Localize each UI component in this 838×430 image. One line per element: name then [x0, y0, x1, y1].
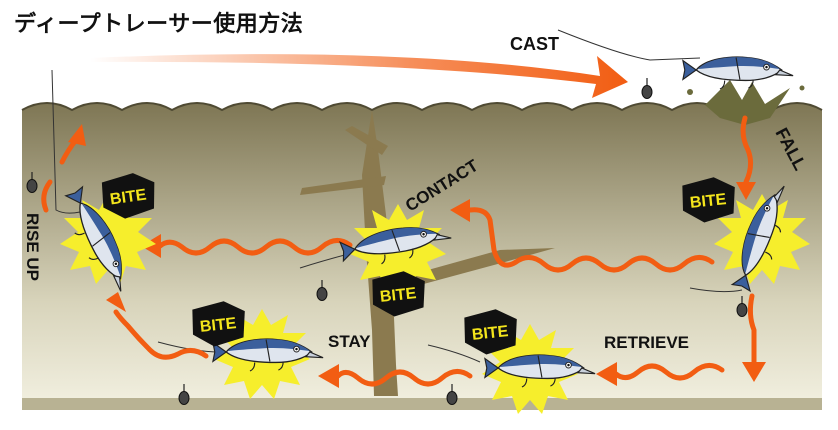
page-title: ディープトレーサー使用方法	[14, 12, 304, 37]
bite-text-contact: BITE	[379, 285, 417, 306]
sinker-cast	[641, 77, 653, 100]
bite-badge-retrieve: BITE	[464, 309, 517, 355]
water-surface-line	[21, 102, 823, 112]
water-splash	[687, 80, 805, 125]
bite-badge-contact: BITE	[372, 271, 425, 317]
bite-text-fall: BITE	[689, 191, 727, 212]
cast-label: CAST	[510, 34, 559, 54]
rise-up-label: RISE UP	[23, 213, 42, 281]
retrieval-path	[41, 115, 757, 387]
bite-text-retrieve: BITE	[471, 323, 509, 344]
bite-badge-rise: BITE	[101, 173, 155, 219]
stay-label: STAY	[328, 332, 371, 351]
bite-badge-fall: BITE	[682, 177, 735, 223]
lure-cast	[682, 56, 794, 90]
bite-text-stay: BITE	[199, 315, 237, 336]
bottom-bed	[22, 398, 822, 410]
cast-arrow	[90, 54, 628, 98]
retrieval-arrowheads	[68, 124, 766, 388]
bite-text-rise: BITE	[109, 186, 148, 208]
bite-badge-stay: BITE	[192, 301, 245, 347]
retrieve-label: RETRIEVE	[604, 333, 689, 352]
